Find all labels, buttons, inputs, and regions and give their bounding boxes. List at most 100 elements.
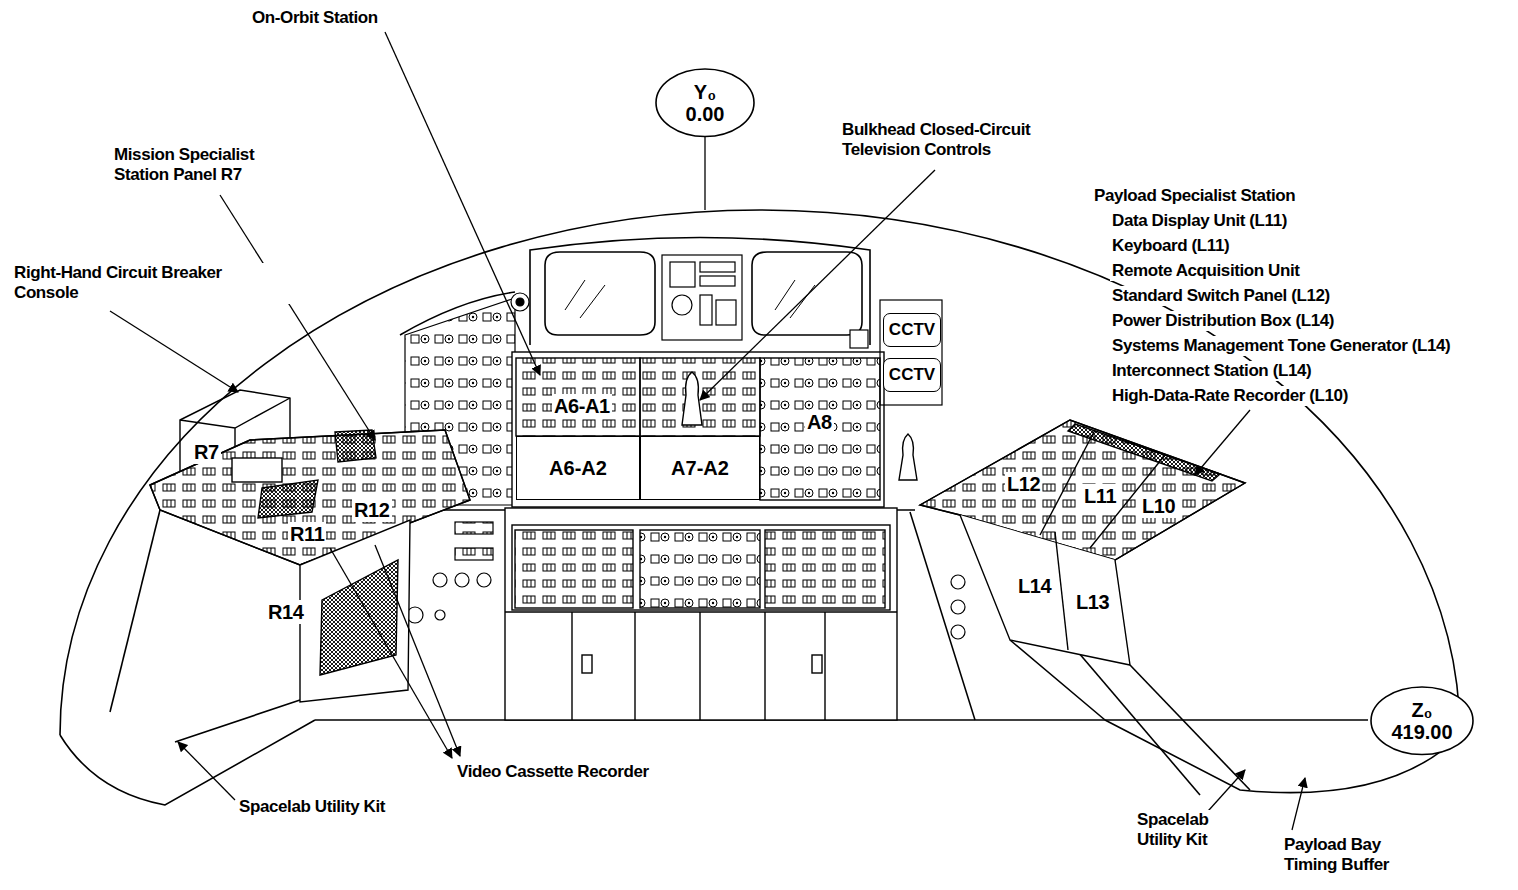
leader-line — [220, 195, 375, 440]
aft-window — [545, 252, 655, 335]
callout-label: Remote Acquisition Unit — [1110, 261, 1302, 281]
mission-specialist-panel — [150, 430, 470, 565]
callout-label: Spacelab Utility Kit — [237, 797, 387, 817]
callout-label: Data Display Unit (L11) — [1110, 211, 1289, 231]
window-control-panel — [670, 262, 695, 287]
node-text: Z₀ — [1411, 699, 1432, 721]
side-wall-controls — [880, 300, 942, 405]
window-control-panel — [716, 300, 736, 325]
side-wall-controls — [455, 522, 493, 534]
aft-console — [760, 358, 880, 500]
deck-outline — [910, 512, 975, 720]
window-control-panel — [662, 255, 742, 340]
panel-label: L11 — [1082, 484, 1118, 508]
window-control-panel — [672, 295, 692, 315]
mission-specialist-panel — [335, 430, 376, 462]
callout-label: Payload Specialist Station — [1092, 186, 1297, 206]
payload-specialist-panel — [960, 515, 1130, 665]
deck-outline — [110, 510, 160, 712]
mission-specialist-panel — [232, 458, 282, 482]
ellipse-outline — [656, 69, 754, 136]
leader-line — [1105, 719, 1368, 720]
deck-outline — [1130, 665, 1250, 790]
window-control-panel — [700, 262, 735, 272]
callout-label: Keyboard (L11) — [1110, 236, 1231, 256]
callout-label: On-Orbit Station — [250, 8, 380, 28]
side-wall-controls — [850, 330, 868, 348]
aft-window — [752, 252, 862, 335]
side-wall-controls — [477, 573, 491, 587]
side-wall-controls — [435, 610, 445, 620]
node-text: CCTV — [889, 321, 935, 340]
leader-line — [110, 32, 1368, 830]
window-control-panel — [700, 295, 712, 325]
overhead-panel — [511, 293, 529, 311]
lower-console — [505, 508, 897, 720]
lower-console — [640, 530, 760, 608]
r14-panel — [320, 560, 398, 675]
side-wall-controls — [407, 300, 965, 639]
lower-console — [512, 525, 890, 610]
aft-console — [512, 352, 917, 507]
deck-outline — [530, 238, 870, 346]
panel-label: R14 — [266, 600, 306, 624]
aft-console — [516, 358, 640, 436]
node-text: Y₀ — [694, 81, 716, 103]
callout-label: Systems Management Tone Generator (L14) — [1110, 336, 1452, 356]
panel-label: R11 — [288, 522, 326, 546]
cctv-monitor: CCTV — [883, 358, 941, 392]
callout-label: High-Data-Rate Recorder (L10) — [1110, 386, 1350, 406]
lower-console — [515, 530, 633, 608]
panel-label: R12 — [352, 498, 392, 522]
lower-console — [582, 655, 592, 673]
ellipse-outline — [1371, 687, 1473, 754]
node-text: A7-A2 — [671, 457, 729, 479]
deck-outline — [175, 700, 300, 742]
panel-box: A7-A2 — [640, 436, 760, 500]
leader-line — [1292, 778, 1305, 830]
panel-label: R7 — [192, 440, 221, 464]
overhead-panel — [516, 298, 524, 306]
payload-specialist-panel — [920, 420, 1245, 665]
leader-line — [330, 548, 452, 758]
cctv-monitor: CCTV — [883, 313, 941, 347]
panel-label: A8 — [805, 410, 834, 434]
callout-label: Bulkhead Closed-Circuit Television Contr… — [840, 120, 1084, 161]
callout-label: Standard Switch Panel (L12) — [1110, 286, 1332, 306]
aft-console — [682, 372, 702, 425]
datum-ellipse: Y₀0.00 — [655, 68, 755, 137]
aft-console — [512, 352, 884, 507]
leader-line — [178, 742, 235, 800]
leader-line — [704, 136, 705, 210]
panel-label: A6-A1 — [552, 394, 612, 418]
callout-label: Mission Specialist Station Panel R7 — [112, 145, 306, 186]
callout-label: Right-Hand Circuit Breaker Console — [12, 263, 291, 304]
payload-specialist-panel — [1055, 532, 1068, 650]
payload-specialist-panel — [920, 420, 1245, 560]
payload-specialist-panel — [920, 420, 1245, 560]
panel-label: L13 — [1074, 590, 1111, 614]
leader-line — [700, 170, 935, 400]
lower-console — [765, 530, 885, 608]
r14-panel — [300, 520, 410, 702]
leader-line — [375, 545, 460, 756]
lower-console — [812, 655, 822, 673]
node-text: CCTV — [889, 366, 935, 385]
callout-label: Video Cassette Recorder — [455, 762, 651, 782]
callout-label: Interconnect Station (L14) — [1110, 361, 1313, 381]
mission-specialist-panel — [150, 430, 470, 565]
panel-box: A6-A2 — [516, 436, 640, 500]
leader-line — [1195, 410, 1250, 475]
side-wall-controls — [951, 625, 965, 639]
callout-label: Spacelab Utility Kit — [1135, 810, 1225, 851]
deck-outline — [1078, 652, 1200, 795]
aft-console — [640, 358, 760, 436]
leader-line — [385, 32, 540, 375]
side-wall-controls — [951, 600, 965, 614]
datum-ellipse: Z₀419.00 — [1370, 686, 1474, 755]
mission-specialist-panel — [150, 430, 470, 565]
node-text: 0.00 — [686, 103, 725, 125]
panel-label: L14 — [1016, 574, 1053, 598]
lower-console — [505, 612, 897, 720]
